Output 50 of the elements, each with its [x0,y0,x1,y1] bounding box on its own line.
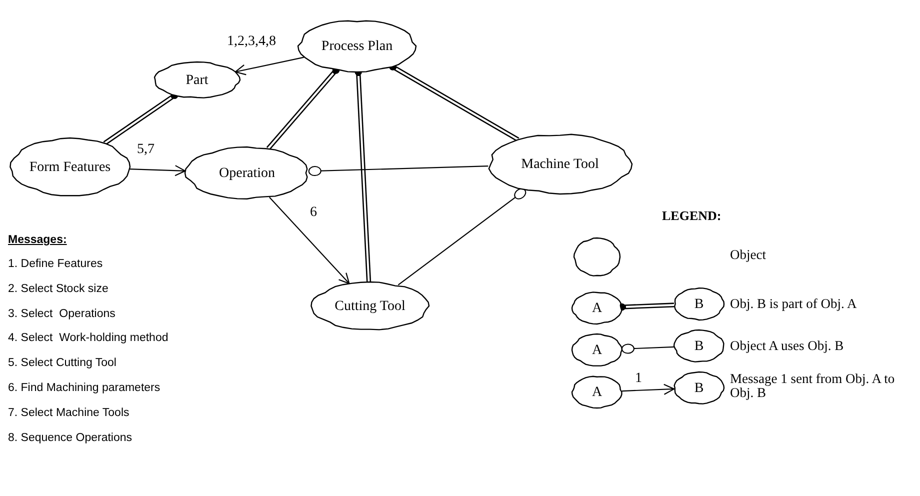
message-item: 2. Select Stock size [8,282,108,295]
edge-label: 1,2,3,4,8 [226,34,277,49]
message-item: 4. Select Work-holding method [8,332,168,344]
object-cloud [672,286,726,322]
object-cloud [296,18,418,74]
object-name: B [694,298,704,310]
object-name: Cutting Tool [334,300,406,312]
message-item: 3. Select Operations [8,308,116,320]
messages-heading: Messages: [8,234,67,246]
message-item: 1. Define Features [8,258,103,270]
object-cloud [486,132,634,196]
message-arrow [269,196,350,284]
message-arrow [234,56,304,76]
uses-line [621,344,674,354]
legend-text: Object A uses Obj. B [730,339,845,353]
legend-text: Obj. B is part of Obj. A [730,297,858,311]
object-name: A [592,302,602,314]
object-cloud [570,374,624,410]
object-cloud [672,370,726,406]
legend-heading: LEGEND: [662,208,722,224]
object-cloud [152,60,242,100]
message-item: 8. Sequence Operations [8,432,132,444]
object-name: B [694,382,704,394]
object-cloud [672,328,726,364]
message-arrow [622,384,675,395]
object-cloud [570,332,624,368]
object-cloud [183,145,311,201]
object-cloud [309,280,431,332]
object-name: Operation [219,166,275,180]
object-name: Process Plan [321,40,393,52]
object-name: A [592,386,602,398]
message-item: 5. Select Cutting Tool [8,357,116,370]
object-name: Machine Tool [521,158,599,170]
legend-text: Message 1 sent from Obj. A to Obj. B [730,372,896,400]
object-name: Form Features [29,160,111,174]
message-arrow [130,165,186,176]
composition-line [618,302,674,311]
message-item: 7. Select Machine Tools [8,406,130,419]
object-cloud [8,136,132,198]
uses-line [308,166,488,176]
message-item: 6. Find Machining parameters [8,382,160,394]
composition-line [266,66,340,150]
object-name: B [694,340,704,352]
object-name: A [592,344,602,356]
object-cloud [570,290,624,326]
uses-line [398,188,526,286]
edge-label: 5,7 [136,142,156,157]
object-cloud [572,236,622,278]
legend-text: Object [730,248,767,262]
object-name: Part [186,74,208,86]
